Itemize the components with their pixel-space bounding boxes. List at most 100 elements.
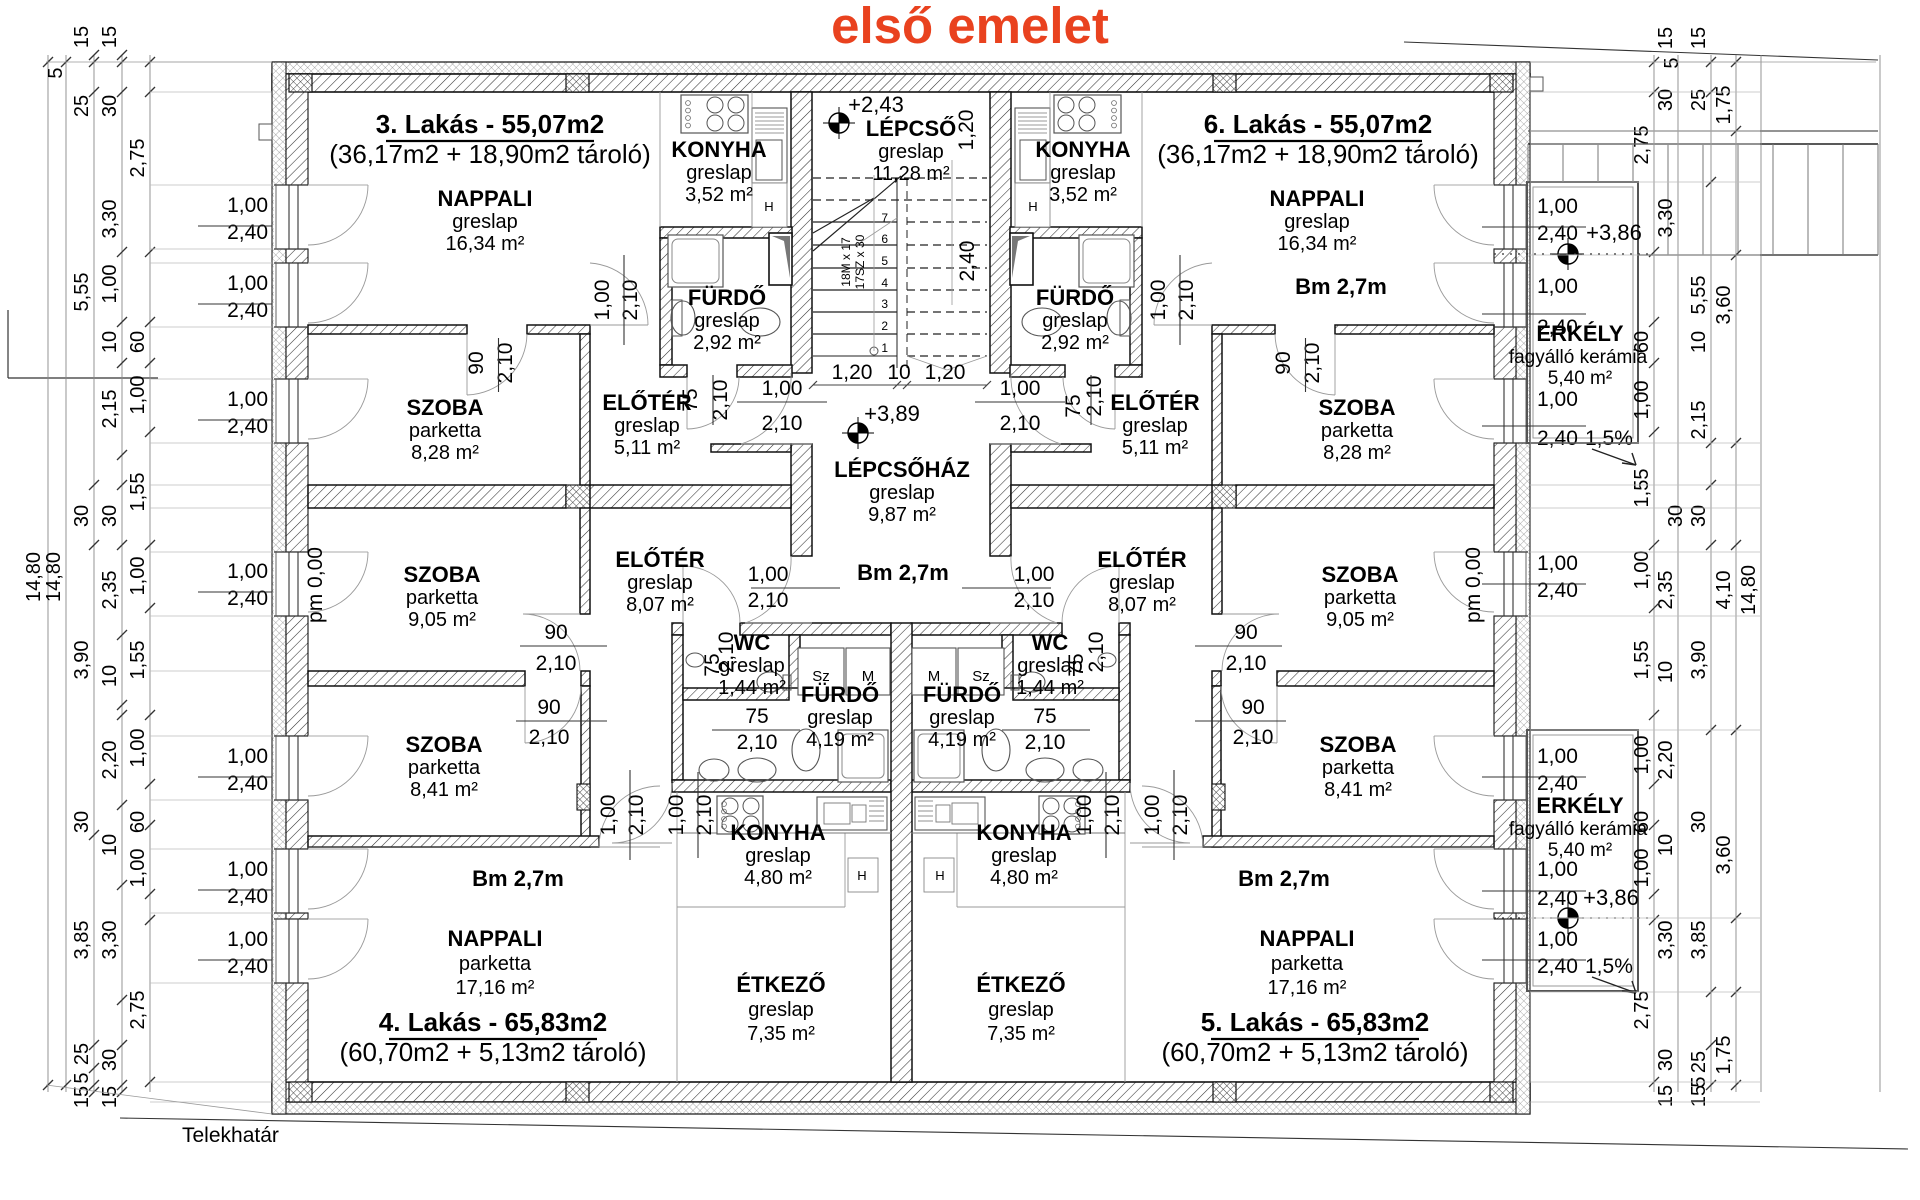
svg-text:4. Lakás - 65,83m2: 4. Lakás - 65,83m2 bbox=[379, 1007, 607, 1037]
svg-text:2,92 m²: 2,92 m² bbox=[1041, 332, 1109, 354]
svg-text:greslap: greslap bbox=[627, 572, 693, 594]
svg-text:ERKÉLY: ERKÉLY bbox=[1536, 321, 1624, 346]
svg-text:ÉTKEZŐ: ÉTKEZŐ bbox=[736, 972, 825, 997]
svg-text:2,35: 2,35 bbox=[99, 571, 121, 610]
svg-text:1,00: 1,00 bbox=[227, 745, 268, 768]
svg-text:1,00: 1,00 bbox=[227, 560, 268, 583]
svg-text:ERKÉLY: ERKÉLY bbox=[1536, 793, 1624, 818]
svg-text:greslap: greslap bbox=[452, 211, 518, 233]
svg-text:greslap: greslap bbox=[1122, 415, 1188, 437]
svg-text:1,00: 1,00 bbox=[227, 194, 268, 217]
svg-text:1,00: 1,00 bbox=[1537, 745, 1578, 768]
svg-text:2,92 m²: 2,92 m² bbox=[693, 332, 761, 354]
svg-text:2,10: 2,10 bbox=[619, 280, 642, 321]
svg-text:1,44 m²: 1,44 m² bbox=[1016, 677, 1084, 699]
svg-text:1,00: 1,00 bbox=[227, 928, 268, 951]
svg-text:90: 90 bbox=[1272, 351, 1295, 374]
svg-text:30: 30 bbox=[1655, 1049, 1677, 1071]
svg-text:SZOBA: SZOBA bbox=[404, 562, 481, 587]
svg-text:3,30: 3,30 bbox=[1655, 921, 1677, 960]
svg-text:2,10: 2,10 bbox=[536, 652, 577, 675]
svg-text:pm 0,00: pm 0,00 bbox=[304, 547, 327, 623]
svg-text:3,85: 3,85 bbox=[71, 921, 93, 960]
svg-text:2,40: 2,40 bbox=[956, 241, 979, 282]
svg-text:1,00: 1,00 bbox=[127, 557, 149, 596]
svg-text:H: H bbox=[857, 868, 866, 883]
svg-text:2,40: 2,40 bbox=[1537, 955, 1578, 978]
svg-text:NAPPALI: NAPPALI bbox=[438, 186, 533, 211]
svg-text:1,00: 1,00 bbox=[1631, 381, 1653, 420]
svg-text:LÉPCSŐHÁZ: LÉPCSŐHÁZ bbox=[834, 457, 970, 482]
svg-text:4,19 m²: 4,19 m² bbox=[928, 729, 996, 751]
svg-text:90: 90 bbox=[465, 351, 488, 374]
svg-text:H: H bbox=[764, 199, 773, 214]
svg-text:2,40: 2,40 bbox=[1537, 772, 1578, 795]
svg-text:parketta: parketta bbox=[409, 420, 482, 442]
svg-text:2,75: 2,75 bbox=[127, 139, 149, 178]
svg-text:1,5%: 1,5% bbox=[1585, 427, 1633, 450]
svg-text:2,10: 2,10 bbox=[1169, 795, 1192, 836]
svg-text:greslap: greslap bbox=[807, 707, 873, 729]
svg-text:1,20: 1,20 bbox=[955, 110, 978, 151]
svg-text:10: 10 bbox=[1688, 331, 1710, 353]
svg-text:SZOBA: SZOBA bbox=[1322, 562, 1399, 587]
svg-text:1,00: 1,00 bbox=[1537, 388, 1578, 411]
svg-text:10: 10 bbox=[1655, 661, 1677, 683]
svg-text:SZOBA: SZOBA bbox=[406, 732, 483, 757]
svg-text:5: 5 bbox=[881, 254, 888, 268]
svg-text:SZOBA: SZOBA bbox=[1320, 732, 1397, 757]
svg-text:greslap: greslap bbox=[1017, 655, 1083, 677]
svg-text:NAPPALI: NAPPALI bbox=[1270, 186, 1365, 211]
svg-text:5,40 m²: 5,40 m² bbox=[1548, 368, 1612, 389]
svg-text:parketta: parketta bbox=[408, 757, 481, 779]
svg-text:5: 5 bbox=[1661, 57, 1683, 68]
svg-text:8,41 m²: 8,41 m² bbox=[410, 779, 478, 801]
svg-text:30: 30 bbox=[99, 1049, 121, 1071]
svg-text:M: M bbox=[862, 668, 875, 685]
svg-text:Telekhatár: Telekhatár bbox=[182, 1124, 279, 1147]
svg-text:(36,17m2 + 18,90m2 tároló): (36,17m2 + 18,90m2 tároló) bbox=[1157, 139, 1479, 169]
svg-text:1,00: 1,00 bbox=[1014, 563, 1055, 586]
svg-text:(36,17m2 + 18,90m2 tároló): (36,17m2 + 18,90m2 tároló) bbox=[329, 139, 651, 169]
svg-text:1,55: 1,55 bbox=[127, 641, 149, 680]
svg-text:NAPPALI: NAPPALI bbox=[448, 926, 543, 951]
svg-text:FÜRDŐ: FÜRDŐ bbox=[923, 682, 1001, 707]
svg-text:greslap: greslap bbox=[929, 707, 995, 729]
svg-text:6. Lakás - 55,07m2: 6. Lakás - 55,07m2 bbox=[1204, 109, 1432, 139]
svg-text:3: 3 bbox=[881, 297, 888, 311]
svg-text:75: 75 bbox=[701, 653, 724, 676]
svg-text:4: 4 bbox=[881, 276, 888, 290]
svg-text:1,00: 1,00 bbox=[1537, 195, 1578, 218]
svg-text:2,10: 2,10 bbox=[693, 795, 716, 836]
svg-text:16,34 m²: 16,34 m² bbox=[1278, 233, 1357, 255]
svg-text:2,40: 2,40 bbox=[1537, 316, 1578, 339]
svg-text:4,80 m²: 4,80 m² bbox=[990, 867, 1058, 889]
svg-text:első emelet: első emelet bbox=[831, 0, 1109, 54]
svg-text:30: 30 bbox=[71, 505, 93, 527]
svg-text:1: 1 bbox=[881, 341, 888, 355]
svg-text:2,40: 2,40 bbox=[1537, 887, 1578, 910]
svg-text:parketta: parketta bbox=[1271, 953, 1344, 975]
svg-text:ELŐTÉR: ELŐTÉR bbox=[602, 390, 691, 415]
svg-text:Sz: Sz bbox=[812, 668, 830, 685]
svg-text:1,00: 1,00 bbox=[762, 377, 803, 400]
svg-text:30: 30 bbox=[1688, 505, 1710, 527]
svg-text:2,40: 2,40 bbox=[1537, 427, 1578, 450]
svg-text:1,00: 1,00 bbox=[1631, 551, 1653, 590]
svg-text:1,20: 1,20 bbox=[832, 361, 873, 384]
svg-text:1,00: 1,00 bbox=[1537, 928, 1578, 951]
svg-text:greslap: greslap bbox=[686, 162, 752, 184]
svg-text:25: 25 bbox=[71, 1043, 93, 1065]
svg-text:15: 15 bbox=[71, 26, 93, 48]
svg-text:2,40: 2,40 bbox=[227, 587, 268, 610]
svg-text:1,00: 1,00 bbox=[1537, 858, 1578, 881]
svg-text:2,10: 2,10 bbox=[1085, 632, 1108, 673]
svg-text:3,52 m²: 3,52 m² bbox=[685, 184, 753, 206]
svg-text:greslap: greslap bbox=[719, 655, 785, 677]
svg-text:2,10: 2,10 bbox=[715, 632, 738, 673]
svg-text:17SZ x 30: 17SZ x 30 bbox=[853, 234, 867, 289]
svg-text:+2,43: +2,43 bbox=[848, 92, 904, 117]
svg-text:2,10: 2,10 bbox=[1301, 343, 1324, 384]
svg-text:60: 60 bbox=[1631, 811, 1653, 833]
svg-text:3,60: 3,60 bbox=[1713, 286, 1735, 325]
